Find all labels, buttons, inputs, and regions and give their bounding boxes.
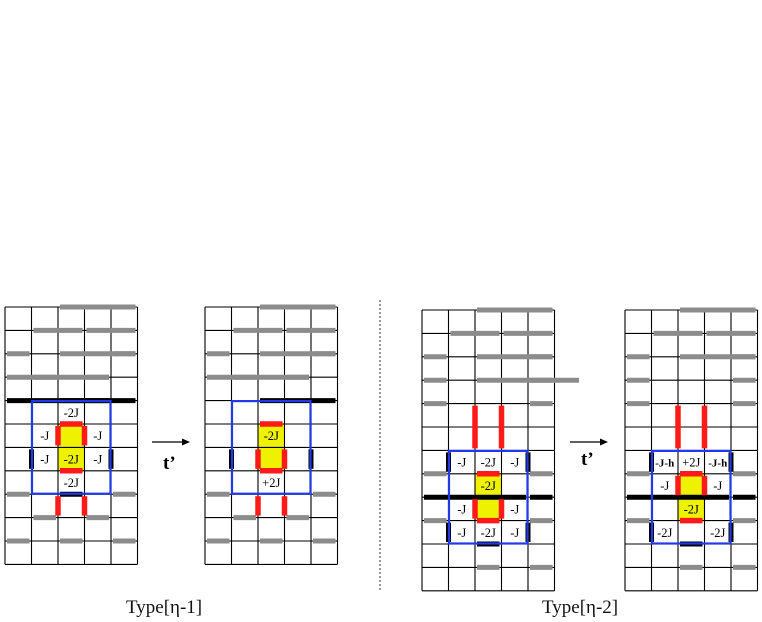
highlight-cell [678,497,705,521]
energy-label: -J [40,429,49,443]
energy-label: -2J [481,526,496,540]
energy-label: -J [510,456,519,470]
energy-label: -2J [481,479,496,493]
cluster-box [230,400,312,495]
energy-label: -2J [481,456,496,470]
energy-label: -2J [684,502,699,516]
panel-4: -J-h +2J -J-h -J -J -2J -2J -2J [624,307,759,592]
energy-label: +2J [262,476,280,490]
panel-2: -2J +2J [204,304,339,565]
energy-label: -2J [264,429,279,443]
cluster-box [650,449,732,545]
energy-label: -2J [657,526,672,540]
energy-label: -2J [64,406,79,420]
energy-label: +2J [682,456,700,470]
caption-type-eta-1: Type[η-1] [126,597,203,618]
energy-label: -J [93,453,102,467]
energy-label: -J [510,502,519,516]
arrow-label-left: t’ [163,453,176,474]
highlight-cell [258,424,285,448]
arrow-left: t’ [152,438,190,474]
energy-label: -2J [64,453,79,467]
energy-label: -J [713,479,722,493]
energy-label: -J [457,456,466,470]
cluster-box [30,400,112,495]
energy-label: -J-h [708,458,727,470]
highlight-cell [475,473,502,498]
panel-1: -2J -J -J -J -2J -J -2J [4,304,139,565]
energy-label: -J [457,526,466,540]
energy-label: -J [40,453,49,467]
energy-label: -J [93,429,102,443]
arrow-right: t’ [570,438,608,470]
energy-label: -J-h [655,458,674,470]
arrow-label-right: t’ [581,449,594,470]
energy-label: -J [457,502,466,516]
panel-3: -J -2J -J -2J -J -J -J -2J -J [421,307,579,592]
energy-label: -J [510,526,519,540]
energy-label: -2J [710,526,725,540]
cluster-box [447,449,529,545]
highlight-cell [58,447,85,471]
highlight-cell [258,447,285,471]
energy-label: -J [660,479,669,493]
highlight-cell [58,424,85,448]
caption-type-eta-2: Type[η-2] [542,597,619,618]
energy-label: -2J [64,476,79,490]
highlight-cell [475,497,502,521]
highlight-cell [678,473,705,498]
